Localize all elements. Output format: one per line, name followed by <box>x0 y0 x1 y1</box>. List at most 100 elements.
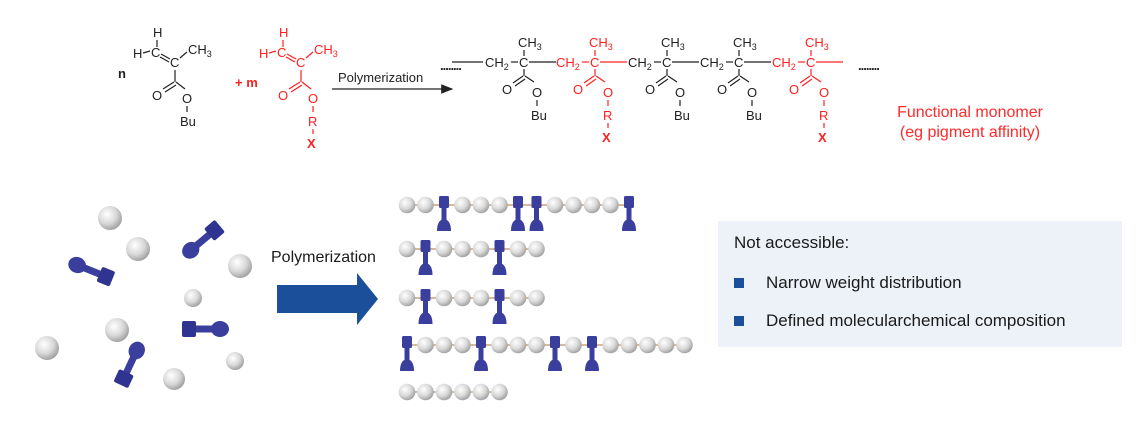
atom-c: C <box>170 55 179 70</box>
atom-o: O <box>675 85 685 100</box>
functional-monomer-shape <box>68 256 115 287</box>
coefficient-m: + m <box>235 75 258 90</box>
sphere-unit <box>509 336 527 354</box>
atom-o: O <box>645 82 655 97</box>
group-ch3: CH3 <box>518 35 542 52</box>
coefficient-n: n <box>118 66 126 81</box>
sphere-unit <box>435 240 453 258</box>
sphere-unit <box>454 289 471 307</box>
functional-unit <box>418 240 433 275</box>
polymer-chain <box>400 336 693 371</box>
atom-c: C <box>519 55 528 70</box>
functional-unit <box>418 289 433 324</box>
box-item-label: Defined molecularchemical composition <box>766 311 1066 330</box>
group-ch2: CH2 <box>772 55 796 72</box>
polymerization-arrow-icon <box>277 273 378 325</box>
functional-monomer-shape <box>182 220 225 259</box>
functional-unit <box>511 196 525 231</box>
sphere-unit <box>602 196 619 214</box>
sphere-unit <box>398 240 416 258</box>
atom-o: O <box>789 82 799 97</box>
atom-o: O <box>532 85 542 100</box>
functional-monomer-shape <box>114 341 145 388</box>
group-bu: Bu <box>674 108 690 123</box>
box-item-label: Narrow weight distribution <box>766 273 962 292</box>
sphere-unit <box>509 240 527 258</box>
sphere-unit <box>676 336 693 354</box>
sphere-monomer <box>184 289 202 307</box>
functional-unit <box>622 196 636 231</box>
atom-c: C <box>277 45 286 60</box>
atom-o: O <box>278 88 288 103</box>
atom-x: X <box>602 130 611 145</box>
atom-o: O <box>182 91 192 106</box>
sphere-unit <box>565 336 582 354</box>
box-item: Defined molecularchemical composition <box>734 311 1066 331</box>
box-item: Narrow weight distribution <box>734 273 962 293</box>
sphere-unit <box>454 240 471 258</box>
bond <box>657 78 669 87</box>
bond <box>524 75 535 83</box>
sphere-unit <box>639 336 656 354</box>
sphere-monomer <box>226 352 244 370</box>
group-ch3: CH3 <box>805 35 829 52</box>
functional-unit <box>400 336 414 371</box>
bond <box>514 78 526 87</box>
sphere-unit <box>454 336 471 354</box>
sphere-monomer <box>105 318 129 342</box>
sphere-monomer <box>98 206 122 230</box>
group-ch3: CH3 <box>314 42 338 59</box>
sphere-unit <box>565 196 582 214</box>
atom-c: C <box>734 55 743 70</box>
polymer-chain <box>398 383 508 401</box>
atom-o: O <box>502 82 512 97</box>
functional-unit <box>492 240 507 275</box>
sphere-unit <box>546 196 564 214</box>
box-title: Not accessible: <box>734 233 850 252</box>
atom-o: O <box>747 85 757 100</box>
polymer-chain <box>398 240 545 275</box>
atom-r: R <box>603 108 612 123</box>
not-accessible-box: Not accessible: Narrow weight distributi… <box>718 221 1122 347</box>
sphere-monomer <box>126 237 150 261</box>
functional-monomer-shape <box>182 321 229 337</box>
bond <box>583 75 595 84</box>
sphere-unit <box>657 336 675 354</box>
bond <box>585 78 597 87</box>
sphere-unit <box>491 336 508 354</box>
sphere-unit <box>435 383 453 401</box>
sphere-unit <box>528 336 545 354</box>
note-line-1: Functional monomer <box>897 104 1043 121</box>
functional-unit <box>492 289 507 324</box>
note-line-2: (eg pigment affinity) <box>899 124 1041 141</box>
reaction-arrow-label: Polymerization <box>338 70 423 85</box>
sphere-unit <box>528 289 545 307</box>
square-bullet-icon <box>734 316 744 326</box>
chain-ellipsis-right: ........ <box>858 58 879 73</box>
sphere-monomer <box>163 368 185 390</box>
atom-c: C <box>662 55 671 70</box>
sphere-unit <box>398 383 416 401</box>
group-ch3: CH3 <box>661 35 685 52</box>
group-ch2: CH2 <box>628 55 652 72</box>
atom-c: C <box>296 55 305 70</box>
functional-unit <box>548 336 562 371</box>
sphere-unit <box>472 196 490 214</box>
atom-h: H <box>279 25 288 40</box>
atom-h: H <box>259 46 268 61</box>
bond <box>512 75 524 84</box>
atom-x: X <box>307 136 316 151</box>
sphere-unit <box>472 240 490 258</box>
sphere-unit <box>620 336 638 354</box>
atom-o: O <box>717 82 727 97</box>
atom-c: C <box>806 55 815 70</box>
polymer-chain <box>398 289 545 324</box>
sphere-unit <box>602 336 619 354</box>
group-ch3: CH3 <box>188 42 212 59</box>
atom-c: C <box>151 45 160 60</box>
sphere-unit <box>454 196 471 214</box>
sphere-unit <box>417 196 434 214</box>
group-ch2: CH2 <box>700 55 724 72</box>
